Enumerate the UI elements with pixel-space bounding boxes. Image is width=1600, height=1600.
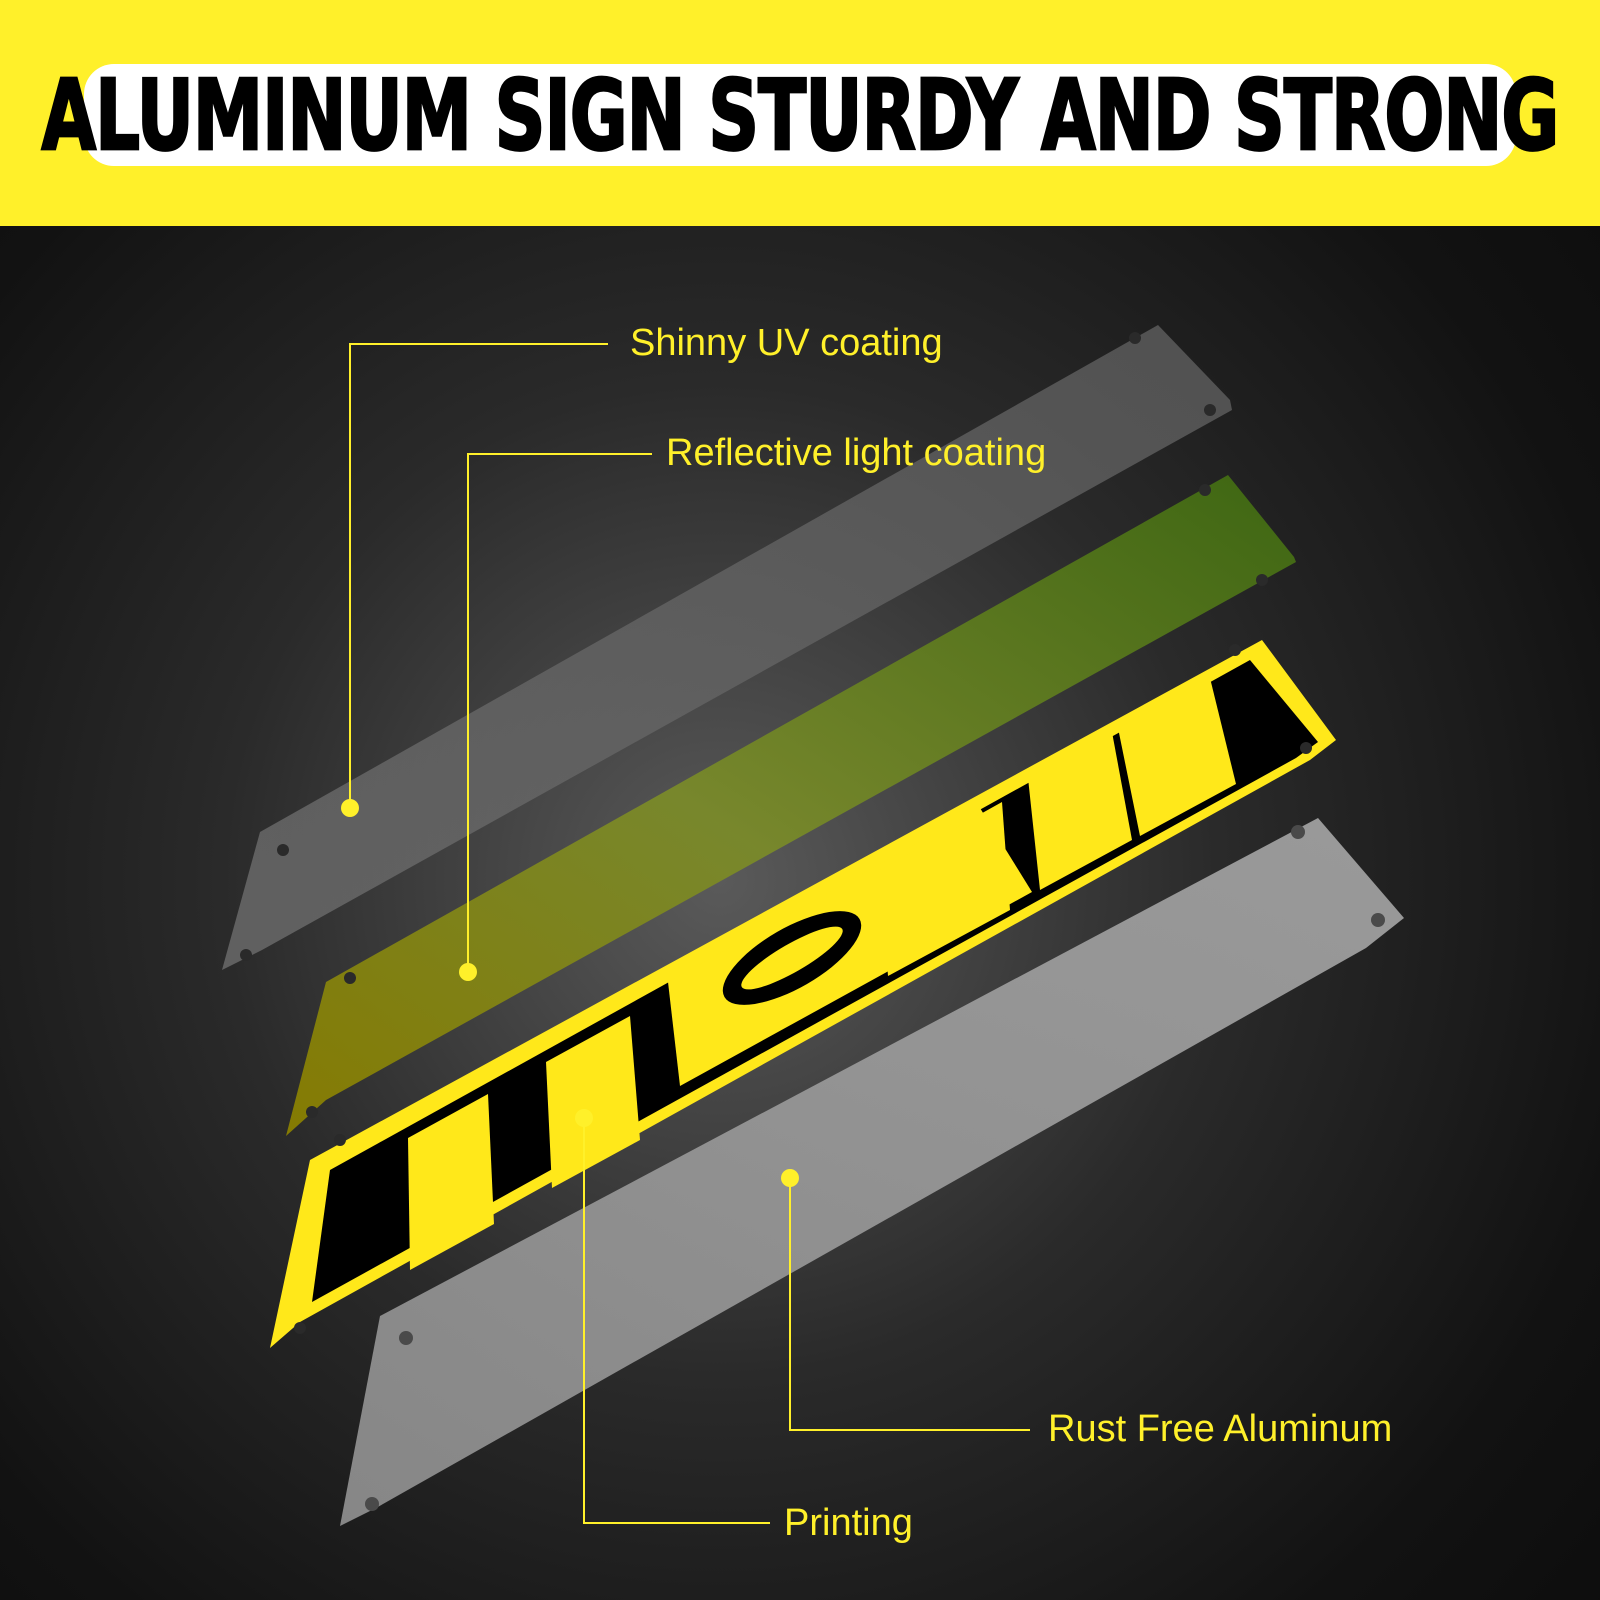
refl-hole-4 [1256,574,1268,586]
callout-dot-reflective [459,963,477,981]
callout-line-uv [349,343,608,808]
printing-layer [270,640,1336,1348]
printing-text-marks [408,678,1236,1270]
uv-hole-2 [240,949,252,961]
callout-line-aluminum [789,1178,1030,1431]
print-hole-4 [1300,742,1312,754]
header-banner: ALUMINUM SIGN STURDY AND STRONG [0,0,1600,226]
aluminum-layer [340,818,1404,1526]
label-aluminum: Rust Free Aluminum [1048,1408,1393,1450]
reflective-coating-layer [286,475,1296,1136]
alu-hole-4 [1371,913,1385,927]
uv-coating-layer [222,325,1232,970]
print-hole-3 [1229,644,1241,656]
alu-hole-2 [365,1497,379,1511]
callout-dot-uv [341,799,359,817]
label-uv-coating: Shinny UV coating [630,322,943,364]
refl-hole-2 [306,1106,318,1118]
refl-hole-1 [344,972,356,984]
callout-line-printing [583,1118,770,1524]
callout-dot-aluminum [781,1169,799,1187]
print-hole-1 [334,1134,346,1146]
callout-line-reflective [467,453,652,972]
callout-dot-printing [575,1109,593,1127]
uv-hole-4 [1204,404,1216,416]
print-hole-2 [294,1322,306,1334]
refl-hole-3 [1199,484,1211,496]
label-printing: Printing [784,1502,913,1544]
label-reflective-coating: Reflective light coating [666,432,1047,474]
printing-no-mark-inner [741,926,843,990]
alu-hole-3 [1291,825,1305,839]
page-title: ALUMINUM SIGN STURDY AND STRONG [41,57,1561,173]
uv-hole-1 [277,844,289,856]
alu-hole-1 [399,1331,413,1345]
uv-hole-3 [1129,332,1141,344]
title-pill: ALUMINUM SIGN STURDY AND STRONG [41,57,1561,173]
